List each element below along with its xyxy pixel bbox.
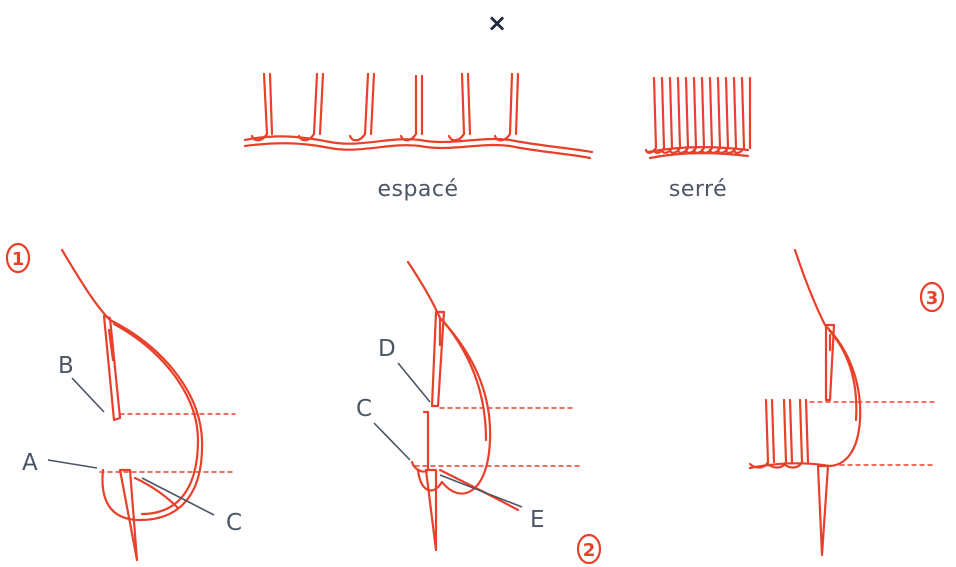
step-2-label-c: C — [356, 396, 372, 422]
caption-spaced: espacé — [377, 177, 458, 202]
step-1-label-a: A — [22, 450, 38, 476]
step-2-label-d: D — [378, 336, 396, 362]
step-2-label-e: E — [530, 507, 545, 533]
tight-stitch-illustration — [644, 76, 752, 160]
step-3-guide-lines — [809, 401, 936, 466]
spaced-stitch-illustration — [243, 72, 594, 160]
step-1-label-c: C — [226, 510, 242, 536]
step-2-badge — [576, 533, 602, 565]
step-3-illustration — [748, 248, 862, 557]
step-1-label-b: B — [58, 353, 74, 379]
step-1-guide-lines — [99, 413, 236, 473]
step-2-guide-lines — [414, 407, 581, 467]
label-leader-lines — [47, 362, 523, 516]
step-1-badge — [5, 242, 31, 274]
step-1-number: 1 — [12, 249, 25, 270]
step-1-illustration — [60, 248, 204, 562]
step-3-number: 3 — [926, 288, 939, 309]
step-3-badge — [919, 281, 945, 313]
step-2-number: 2 — [583, 540, 596, 561]
step-2-illustration — [406, 260, 520, 552]
caption-tight: serré — [669, 177, 727, 202]
close-button[interactable]: × — [486, 9, 508, 37]
